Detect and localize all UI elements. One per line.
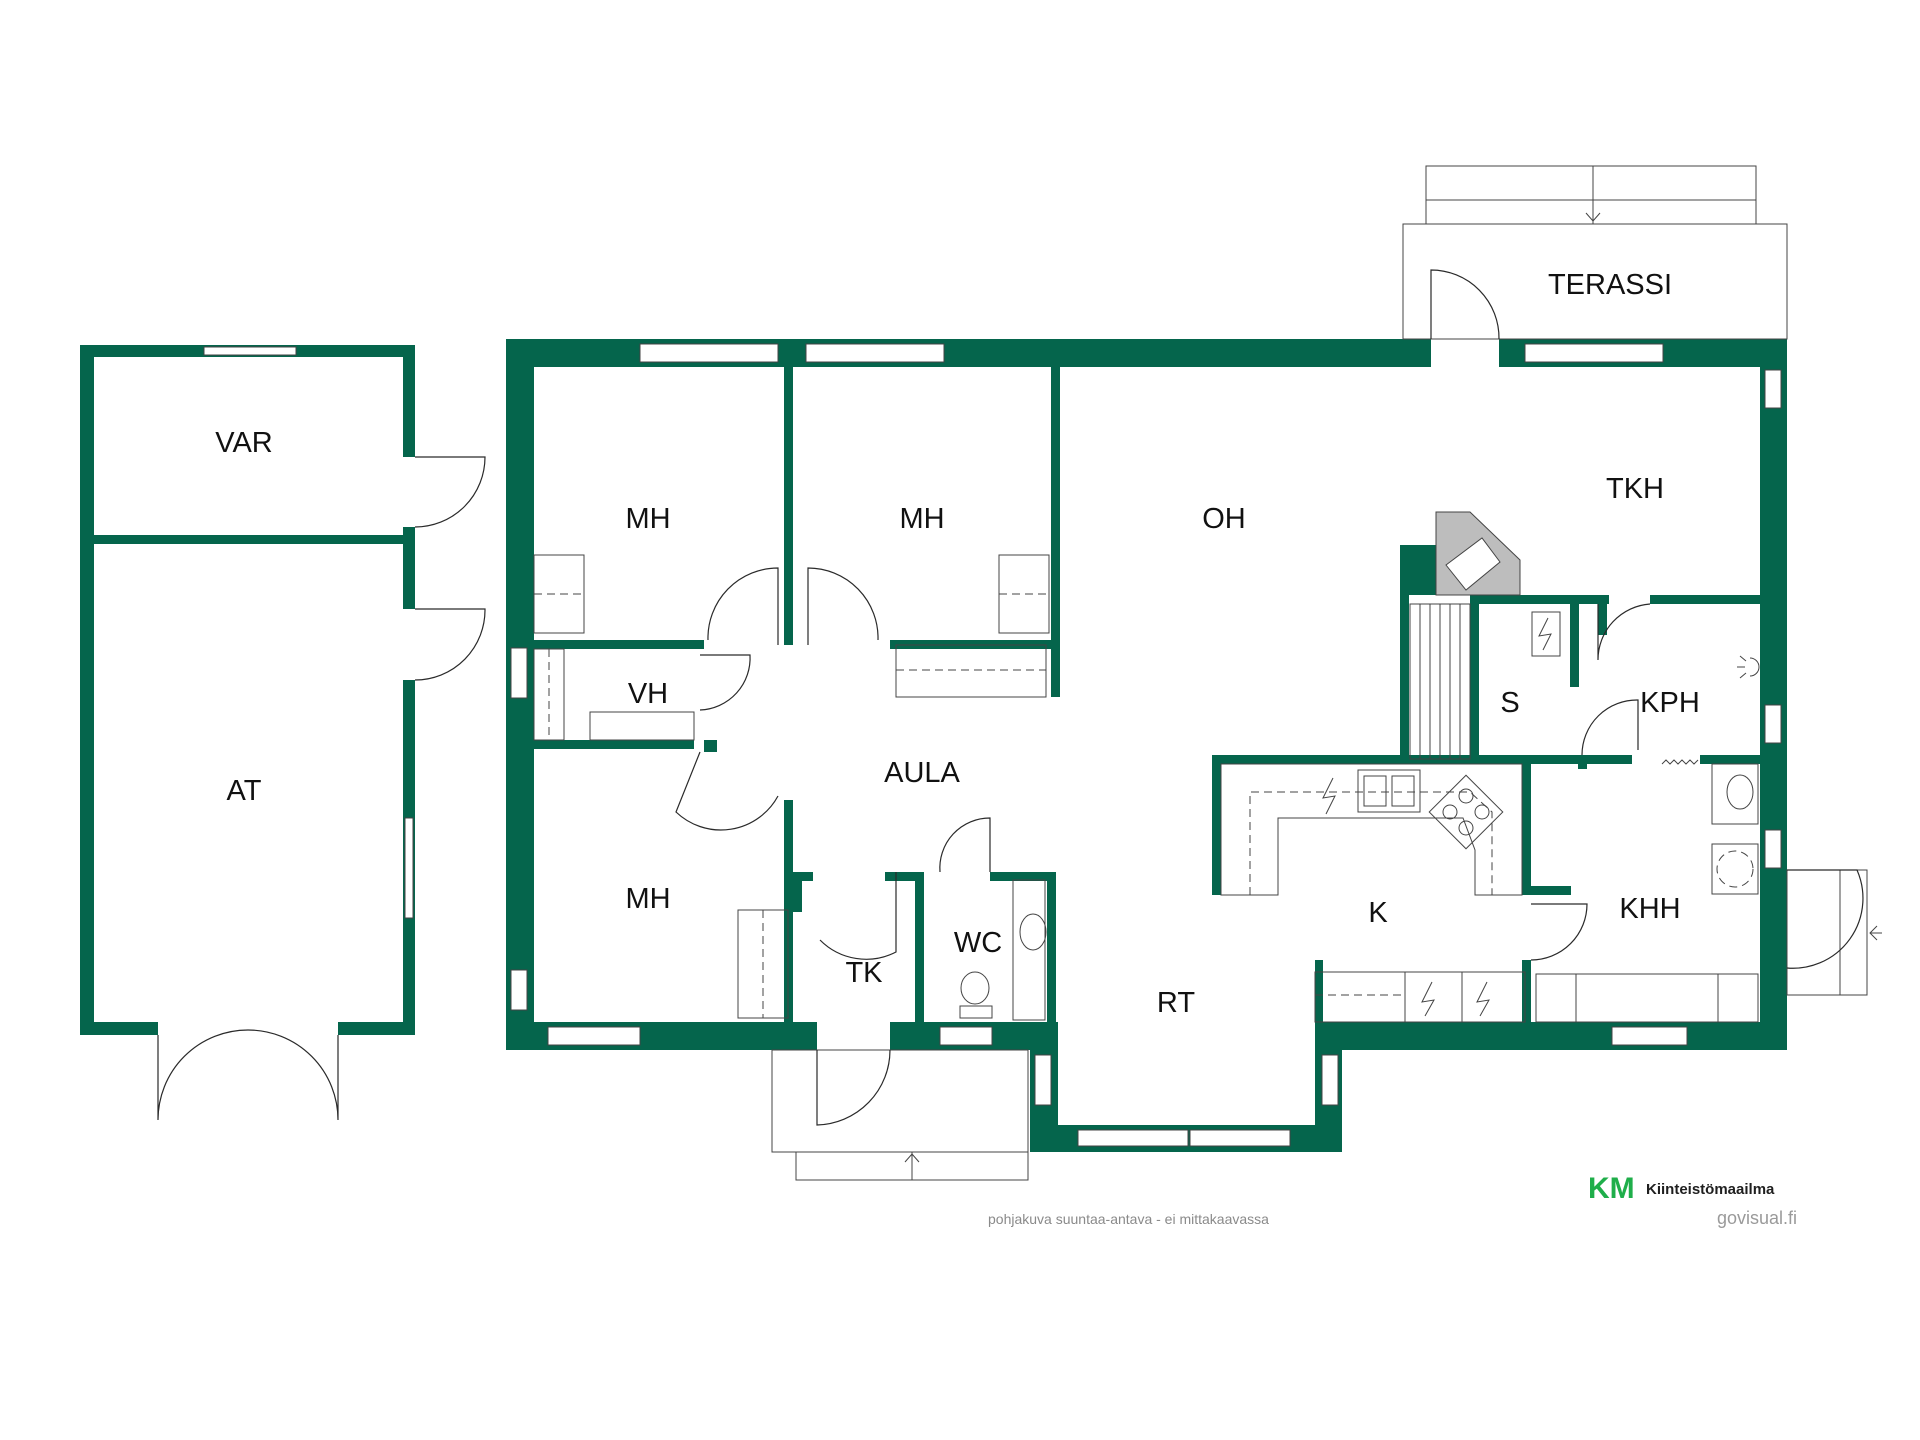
room-label-k: K — [1368, 897, 1388, 929]
sink-icon — [1019, 913, 1047, 951]
room-labels: VAR AT MH MH MH VH AULA TK WC OH RT K TE… — [215, 269, 1700, 1019]
electric-icon — [1476, 981, 1490, 1017]
room-label-oh: OH — [1202, 503, 1246, 535]
room-label-tk: TK — [845, 957, 883, 989]
room-label-tkh: TKH — [1606, 473, 1664, 505]
kitchen-counters — [1220, 763, 1526, 1023]
electric-icon — [1322, 777, 1336, 815]
room-label-aula: AULA — [884, 757, 960, 789]
sink-icon — [1726, 774, 1754, 810]
sauna-benches — [1409, 603, 1471, 760]
room-label-vh: VH — [628, 678, 668, 710]
site-url: govisual.fi — [1717, 1208, 1797, 1228]
room-label-wc: WC — [954, 927, 1002, 959]
logo-mark: KM — [1588, 1172, 1635, 1205]
stove-icon — [1428, 774, 1504, 850]
outbuilding-walls — [80, 345, 415, 1035]
main-walls — [506, 339, 1787, 1152]
sink-icon — [1357, 769, 1421, 813]
outbuilding-windows — [203, 346, 414, 919]
room-label-rt: RT — [1157, 987, 1195, 1019]
electric-icon — [1421, 981, 1435, 1017]
room-label-khh: KHH — [1619, 893, 1680, 925]
fireplace-icon — [1435, 511, 1521, 596]
toilet-icon — [960, 971, 990, 1005]
room-label-mh-1: MH — [625, 503, 670, 535]
shower-icon — [1737, 655, 1760, 679]
main-windows — [510, 343, 1782, 1147]
room-label-s: S — [1500, 687, 1519, 719]
side-entrance — [1786, 869, 1882, 996]
disclaimer-note: pohjakuva suuntaa-antava - ei mittakaava… — [988, 1211, 1269, 1227]
room-label-mh-3: MH — [625, 883, 670, 915]
front-entrance — [771, 1049, 1029, 1181]
room-label-mh-2: MH — [899, 503, 944, 535]
electric-icon — [1531, 611, 1561, 657]
outbuilding-doors — [157, 456, 486, 1121]
room-label-at: AT — [227, 775, 262, 807]
terrace — [1402, 165, 1788, 340]
room-label-kph: KPH — [1640, 687, 1700, 719]
interior-doors — [675, 567, 1651, 961]
furniture — [533, 511, 1760, 1023]
km-logo: KM Kiinteistömaailma — [1588, 1172, 1775, 1205]
washing-machine-icon — [1716, 850, 1754, 888]
brand-name: Kiinteistömaailma — [1646, 1181, 1775, 1198]
room-label-var: VAR — [215, 427, 272, 459]
room-label-terassi: TERASSI — [1548, 269, 1672, 301]
footer: pohjakuva suuntaa-antava - ei mittakaava… — [988, 1172, 1797, 1228]
